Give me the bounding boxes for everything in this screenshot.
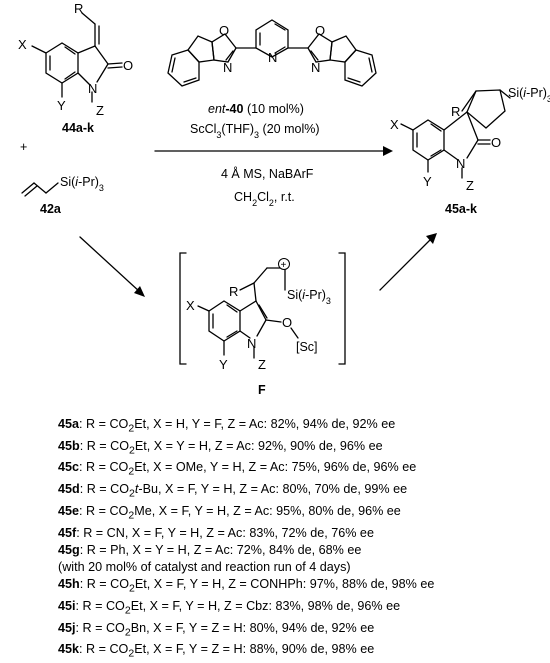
result-id: 45j bbox=[58, 620, 76, 635]
allylsilane-structure bbox=[21, 182, 59, 197]
product-r-label: R bbox=[451, 104, 460, 119]
result-text: : R = CO2Et, X = F, Y = H, Z = Cbz: 83%,… bbox=[75, 598, 401, 617]
result-45h: 45h: R = CO2Et, X = F, Y = H, Z = CONHPh… bbox=[58, 576, 538, 598]
result-45i: 45i: R = CO2Et, X = F, Y = H, Z = Cbz: 8… bbox=[58, 598, 538, 620]
result-text: : R = CN, X = F, Y = H, Z = Ac: 83%, 72%… bbox=[76, 525, 374, 540]
result-id: 45i bbox=[58, 598, 76, 613]
reactant-44-r-label: R bbox=[74, 1, 83, 16]
result-id: 45h bbox=[58, 577, 80, 592]
intermediate-f-structure bbox=[197, 258, 299, 359]
reactant-44-z-label: Z bbox=[96, 103, 104, 118]
result-text: : R = CO2Et, X = F, Y = Z = H: 88%, 90% … bbox=[79, 642, 375, 660]
ligand-right-n: N bbox=[311, 60, 320, 75]
intermediate-o-atom: O bbox=[282, 315, 292, 330]
result-45e: 45e: R = CO2Me, X = F, Y = H, Z = Ac: 95… bbox=[58, 503, 538, 525]
intermediate-z-label: Z bbox=[258, 357, 266, 372]
result-text: : R = CO2Et, X = H, Y = F, Z = Ac: 82%, … bbox=[79, 417, 396, 435]
result-45b: 45b: R = CO2Et, X = Y = H, Z = Ac: 92%, … bbox=[58, 438, 538, 460]
product-z-label: Z bbox=[466, 178, 474, 193]
result-45c: 45c: R = CO2Et, X = OMe, Y = H, Z = Ac: … bbox=[58, 459, 538, 481]
result-text: : R = CO2Et, X = Y = H, Z = Ac: 92%, 90%… bbox=[79, 438, 383, 457]
result-id: 45f bbox=[58, 525, 77, 540]
results-list: 45a: R = CO2Et, X = H, Y = F, Z = Ac: 82… bbox=[58, 416, 538, 663]
reactant-44-o-atom: O bbox=[123, 58, 133, 73]
lewis-acid-line: ScCl3(THF)3 (20 mol%) bbox=[190, 122, 320, 140]
result-id: 45c bbox=[58, 460, 80, 475]
product-45-id: 45a-k bbox=[445, 202, 477, 216]
catalyst-line: ent-40 (10 mol%) bbox=[208, 102, 304, 116]
result-id: 45d bbox=[58, 482, 80, 497]
reactant-44-x-label: X bbox=[18, 37, 27, 52]
result-text: : R = CO2t-Bu, X = F, Y = H, Z = Ac: 80%… bbox=[79, 482, 408, 500]
result-45d: 45d: R = CO2t-Bu, X = F, Y = H, Z = Ac: … bbox=[58, 481, 538, 503]
result-45g: 45g: R = Ph, X = Y = H, Z = Ac: 72%, 84%… bbox=[58, 542, 538, 559]
ligand-amount: (10 mol%) bbox=[247, 102, 304, 116]
result-text: : R = CO2Me, X = F, Y = H, Z = Ac: 95%, … bbox=[79, 503, 401, 522]
product-o-atom: O bbox=[491, 135, 501, 150]
reactant-44-n-atom: N bbox=[88, 81, 97, 96]
allylsilane-group: Si(i-Pr)3 bbox=[60, 175, 104, 193]
intermediate-x-label: X bbox=[186, 298, 195, 313]
intermediate-r-label: R bbox=[229, 284, 238, 299]
product-x-label: X bbox=[390, 117, 399, 132]
allylsilane-id: 42a bbox=[40, 202, 62, 216]
plus-sign: + bbox=[20, 140, 27, 154]
result-text: (with 20 mol% of catalyst and reaction r… bbox=[58, 560, 351, 574]
result-45k: 45k: R = CO2Et, X = F, Y = Z = H: 88%, 9… bbox=[58, 641, 538, 663]
result-text: : R = CO2Bn, X = F, Y = Z = H: 80%, 94% … bbox=[75, 620, 375, 639]
intermediate-brackets bbox=[179, 252, 346, 365]
ligand-left-n: N bbox=[223, 60, 232, 75]
arrow-to-product-head bbox=[426, 233, 437, 244]
intermediate-f-id: F bbox=[258, 383, 266, 397]
result-id: 45k bbox=[58, 642, 80, 657]
reaction-scheme: R X Y Z N O 44a-k + Si(i-Pr)3 42a bbox=[18, 1, 550, 397]
result-45a: 45a: R = CO2Et, X = H, Y = F, Z = Ac: 82… bbox=[58, 416, 538, 438]
arrow-to-intermediate bbox=[79, 236, 141, 293]
intermediate-si-group: Si(i-Pr)3 bbox=[287, 288, 331, 306]
ligand-id: -40 bbox=[225, 102, 243, 116]
cation-charge: + bbox=[281, 260, 287, 271]
result-text: : R = CO2Et, X = OMe, Y = H, Z = Ac: 75%… bbox=[79, 460, 417, 478]
result-id: 45e bbox=[58, 503, 80, 518]
product-n-atom: N bbox=[456, 156, 465, 171]
product-45-structure bbox=[400, 89, 511, 179]
reactant-44-id: 44a-k bbox=[62, 121, 94, 135]
ligand-right-o: O bbox=[315, 23, 325, 38]
result-id: 45a bbox=[58, 417, 80, 431]
intermediate-n-atom: N bbox=[247, 336, 256, 351]
result-45j: 45j: R = CO2Bn, X = F, Y = Z = H: 80%, 9… bbox=[58, 620, 538, 642]
ligand-ent40-structure bbox=[167, 19, 377, 87]
reactant-44-y-label: Y bbox=[57, 98, 66, 113]
product-si-group: Si(i-Pr)3 bbox=[508, 86, 550, 104]
main-arrow-head bbox=[383, 146, 393, 156]
conditions-solvent: CH2Cl2, r.t. bbox=[234, 190, 295, 208]
result-note: (with 20 mol% of catalyst and reaction r… bbox=[58, 559, 538, 576]
arrow-to-intermediate-head bbox=[134, 286, 145, 297]
reactant-44-structure bbox=[31, 12, 123, 103]
result-id: 45g bbox=[58, 542, 80, 557]
result-text: : R = Ph, X = Y = H, Z = Ac: 72%, 84% de… bbox=[79, 542, 362, 557]
ligand-left-o: O bbox=[219, 23, 229, 38]
ligand-prefix: ent bbox=[208, 102, 226, 116]
intermediate-y-label: Y bbox=[219, 357, 228, 372]
conditions-additives: 4 Å MS, NaBArF bbox=[221, 166, 314, 181]
product-y-label: Y bbox=[423, 174, 432, 189]
arrow-to-product bbox=[379, 237, 433, 291]
result-45f: 45f: R = CN, X = F, Y = H, Z = Ac: 83%, … bbox=[58, 525, 538, 542]
ligand-pyridine-n: N bbox=[268, 50, 277, 65]
intermediate-metal: [Sc] bbox=[296, 340, 318, 354]
result-id: 45b bbox=[58, 438, 80, 453]
result-text: : R = CO2Et, X = F, Y = H, Z = CONHPh: 9… bbox=[79, 577, 435, 595]
